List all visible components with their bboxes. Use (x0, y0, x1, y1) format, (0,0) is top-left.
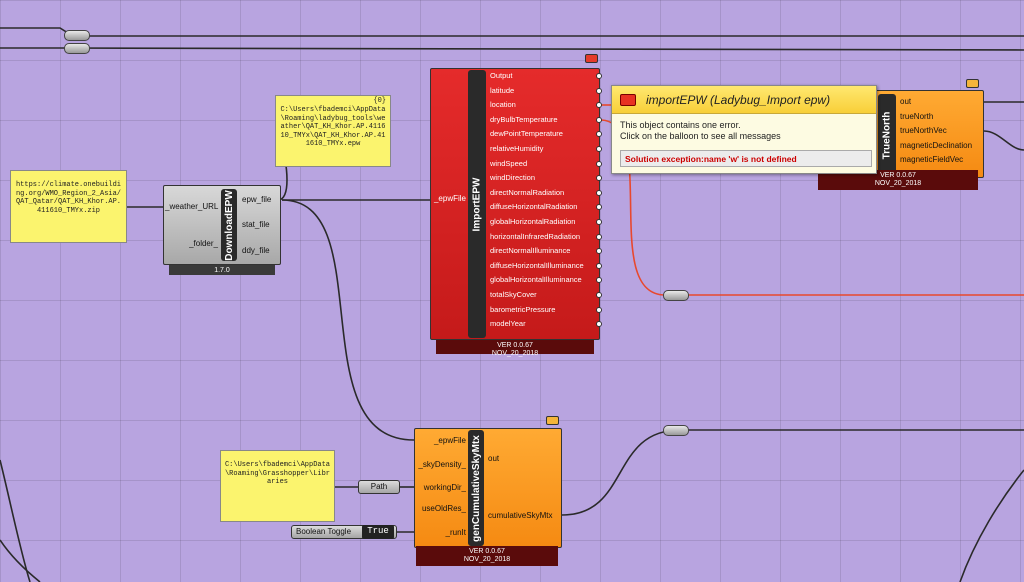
download-epw-component[interactable]: DownloadEPW _weather_URL _folder_ epw_fi… (163, 185, 281, 275)
import-output-pin[interactable] (596, 146, 602, 152)
error-message-box: Solution exception:name 'w' is not defin… (620, 150, 872, 167)
truenorth-title: TrueNorth (878, 94, 896, 176)
wire-download-gencum (281, 199, 415, 441)
import-output-0: Output (490, 71, 513, 80)
error-balloon-icon[interactable] (585, 54, 598, 63)
import-output-pin[interactable] (596, 306, 602, 313)
import-output-4: dewPointTemperature (490, 129, 563, 139)
wire-left-1 (0, 459, 31, 582)
download-output-ddy-file: ddy_file (242, 246, 270, 255)
import-output-15: totalSkyCover (490, 290, 537, 299)
gencum-output-out: out (488, 454, 500, 463)
import-output-pin[interactable] (596, 160, 602, 167)
import-output-12: directNormalIlluminance (490, 246, 571, 256)
import-output-pin[interactable] (596, 292, 602, 298)
lib-path-text: C:\Users\fbademci\AppData\Roaming\Grassh… (224, 461, 331, 486)
import-output-pin[interactable] (596, 248, 602, 255)
import-output-pin[interactable] (596, 233, 602, 240)
gencum-input-1: _skyDensity_ (418, 460, 466, 469)
gencum-component[interactable]: genCumulativeSkyMtx _epwFile _skyDensity_… (414, 416, 564, 566)
boolean-toggle-label: Boolean Toggle (296, 527, 352, 536)
download-output-stat-file: stat_file (242, 220, 270, 229)
import-epw-component[interactable]: ImportEPW _epwFile Output latitude locatio… (430, 54, 602, 357)
path-param[interactable]: Path (358, 480, 400, 494)
import-output-14: globalHorizontalIlluminance (490, 275, 582, 285)
import-version: VER 0.0.67 NOV_20_2018 (436, 340, 594, 357)
truenorth-version: VER 0.0.67 NOV_20_2018 (818, 170, 978, 190)
relay-top-2[interactable] (64, 43, 90, 54)
import-output-pin[interactable] (596, 189, 602, 196)
import-output-pin[interactable] (596, 102, 602, 109)
download-input-folder: _folder_ (189, 239, 218, 248)
import-output-pin[interactable] (596, 87, 602, 94)
import-output-8: directNormalRadiation (490, 187, 565, 197)
gencum-input-2: workingDir_ (423, 483, 466, 492)
import-output-pin[interactable] (596, 131, 602, 138)
url-panel[interactable]: https://climate.onebuilding.org/WMO_Regi… (10, 170, 127, 243)
import-output-pin[interactable] (596, 116, 602, 123)
import-output-13: diffuseHorizontalIlluminance (490, 260, 584, 270)
wire-truenorth-out2 (983, 130, 1024, 151)
import-input-epw-file: _epwFile (433, 194, 466, 203)
download-version: 1.7.0 (169, 265, 275, 275)
gencum-title: genCumulativeSkyMtx (468, 430, 484, 546)
import-output-pin[interactable] (596, 175, 602, 182)
lib-path-panel[interactable]: C:\Users\fbademci\AppData\Roaming\Grassh… (220, 450, 335, 522)
error-tooltip: importEPW (Ladybug_Import epw) This obje… (611, 85, 877, 174)
import-output-pin[interactable] (596, 277, 602, 284)
wire-gencum-out (561, 429, 1024, 516)
import-output-pin[interactable] (596, 73, 602, 79)
relay-gencum-wire[interactable] (663, 425, 689, 436)
import-output-pin[interactable] (596, 219, 602, 225)
url-panel-text: https://climate.onebuilding.org/WMO_Regi… (15, 181, 122, 215)
error-line-1: This object contains one error. (620, 120, 741, 130)
truenorth-output-4: magneticFieldVec (900, 155, 964, 165)
import-output-1: latitude (490, 85, 515, 95)
gencum-input-4: _runIt (445, 528, 466, 537)
import-output-6: windSpeed (490, 158, 528, 168)
download-epw-title: DownloadEPW (221, 189, 237, 261)
wire-top-1 (0, 27, 1024, 37)
import-output-16: barometricPressure (490, 304, 556, 314)
error-message: Solution exception:name 'w' is not defin… (625, 154, 797, 164)
gencum-version: VER 0.0.67 NOV_20_2018 (416, 546, 558, 566)
import-output-9: diffuseHorizontalRadiation (490, 202, 578, 212)
wire-right-curve (959, 469, 1024, 582)
truenorth-balloon-icon[interactable] (966, 79, 979, 88)
error-balloon-glyph-icon (620, 94, 636, 106)
import-output-pin[interactable] (596, 321, 602, 328)
error-title: importEPW (Ladybug_Import epw) (646, 93, 831, 107)
truenorth-output-2: trueNorthVec (900, 126, 947, 136)
import-output-3: dryBulbTemperature (490, 114, 558, 124)
truenorth-output-3: magneticDeclination (900, 140, 973, 150)
gencum-input-3: useOldRes_ (421, 504, 466, 513)
import-output-11: horizontalInfraredRadiation (490, 231, 581, 241)
import-output-17: modelYear (490, 319, 526, 329)
epw-path-index: {0} (373, 97, 386, 105)
truenorth-output-0: out (900, 97, 912, 106)
gencum-input-0: _epwFile (433, 436, 466, 445)
import-epw-title: ImportEPW (468, 70, 486, 338)
gencum-balloon-icon[interactable] (546, 416, 559, 425)
import-output-10: globalHorizontalRadiation (490, 217, 576, 226)
import-output-5: relativeHumidity (490, 144, 544, 153)
import-output-pin[interactable] (596, 262, 602, 269)
download-input-weather-url: _weather_URL (165, 202, 219, 211)
import-output-7: windDirection (490, 173, 536, 183)
import-output-pin[interactable] (596, 204, 602, 211)
gencum-output-skymtx: cumulativeSkyMtx (488, 511, 553, 520)
boolean-toggle-value[interactable]: True (362, 525, 394, 539)
import-output-2: location (490, 100, 516, 110)
epw-path-panel[interactable]: {0} C:\Users\fbademci\AppData\Roaming\la… (275, 95, 391, 167)
download-output-epw-file: epw_file (242, 195, 272, 204)
relay-error-wire[interactable] (663, 290, 689, 301)
error-line-2: Click on the balloon to see all messages (620, 131, 781, 141)
epw-path-text: C:\Users\fbademci\AppData\Roaming\ladybu… (280, 106, 386, 148)
wire-left-2 (0, 539, 41, 582)
truenorth-output-1: trueNorth (900, 111, 934, 121)
wire-top-2 (0, 47, 1024, 51)
relay-top-1[interactable] (64, 30, 90, 41)
